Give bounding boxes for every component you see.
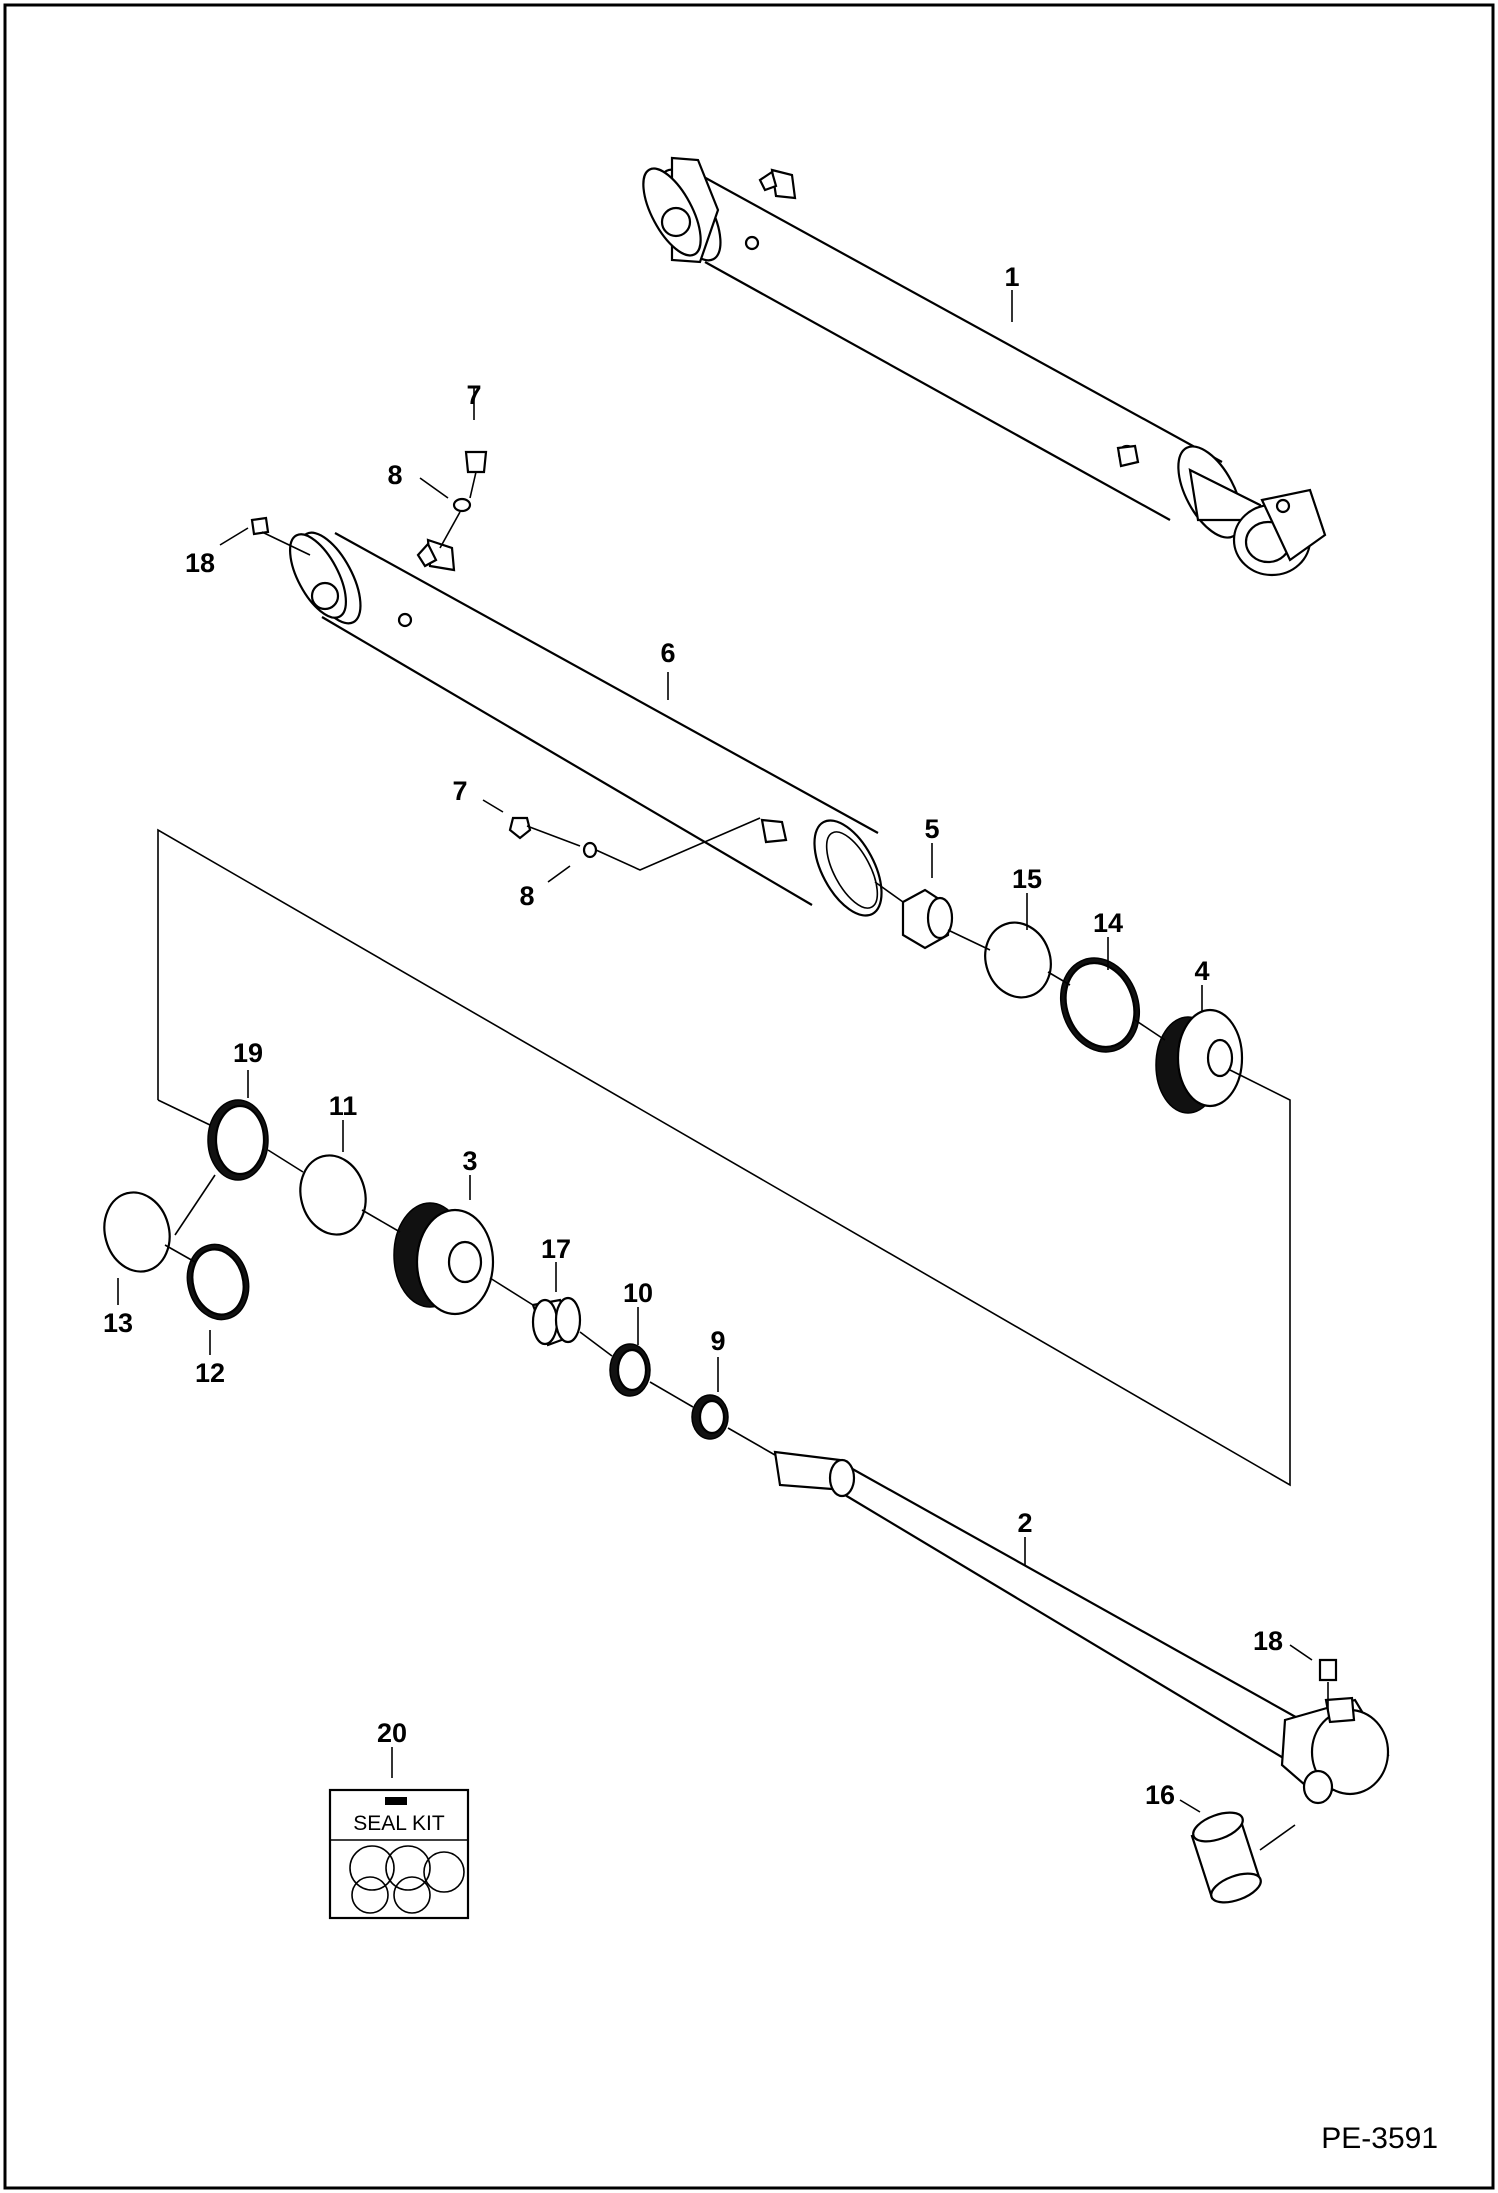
seal-14-inner [1064, 961, 1136, 1049]
callout-10: 10 [623, 1278, 653, 1308]
ring-19-inner [214, 1104, 266, 1176]
ring-12-inner [191, 1248, 245, 1316]
seal-15 [984, 921, 1052, 999]
callout-4: 4 [1194, 956, 1209, 986]
callout-18-bottom: 18 [1253, 1626, 1283, 1656]
nut [901, 888, 954, 950]
callout-8-top: 8 [387, 460, 402, 490]
callout-18-top: 18 [185, 548, 215, 578]
oring-8-top [452, 497, 472, 513]
barrel [289, 531, 883, 917]
drawing-reference: PE-3591 [1321, 2122, 1438, 2155]
callout-7-mid: 7 [452, 776, 467, 806]
callout-6: 6 [660, 638, 675, 668]
callout-8-mid: 8 [519, 881, 534, 911]
callout-17: 17 [541, 1234, 571, 1264]
callout-12: 12 [195, 1358, 225, 1388]
piston [1155, 1008, 1244, 1114]
callout-7-top: 7 [466, 380, 481, 410]
ring-13 [103, 1191, 171, 1273]
callout-13: 13 [103, 1308, 133, 1338]
oring-8-mid [582, 841, 598, 859]
callout-1: 1 [1004, 262, 1019, 292]
callout-19: 19 [233, 1038, 263, 1068]
callout-15: 15 [1012, 864, 1042, 894]
seal-10-inner [616, 1348, 648, 1392]
callout-20: 20 [377, 1718, 407, 1748]
page-border [3, 3, 1495, 2190]
callout-14: 14 [1093, 908, 1123, 938]
bushing [1190, 1811, 1262, 1904]
callout-2: 2 [1017, 1508, 1032, 1538]
grease-fitting-18-bottom [1318, 1658, 1338, 1682]
fitting-7-top [464, 450, 488, 474]
grease-fitting-18-top [250, 516, 270, 536]
callout-3: 3 [462, 1146, 477, 1176]
assembly-box-line [157, 828, 1291, 1487]
ring-11 [299, 1154, 367, 1236]
gland [393, 1202, 495, 1316]
rod [773, 1450, 1390, 1805]
seal-kit-label: SEAL KIT [353, 1812, 445, 1835]
bushing-17 [531, 1296, 582, 1347]
callout-11: 11 [329, 1091, 358, 1121]
callout-9: 9 [710, 1326, 725, 1356]
seal-9-inner [698, 1399, 726, 1435]
assembled-cylinder [642, 156, 1327, 577]
seal-kit-card: SEAL KIT [328, 1788, 470, 1920]
callout-5: 5 [924, 814, 939, 844]
fitting-7-mid [508, 816, 532, 840]
callout-16: 16 [1145, 1780, 1175, 1810]
